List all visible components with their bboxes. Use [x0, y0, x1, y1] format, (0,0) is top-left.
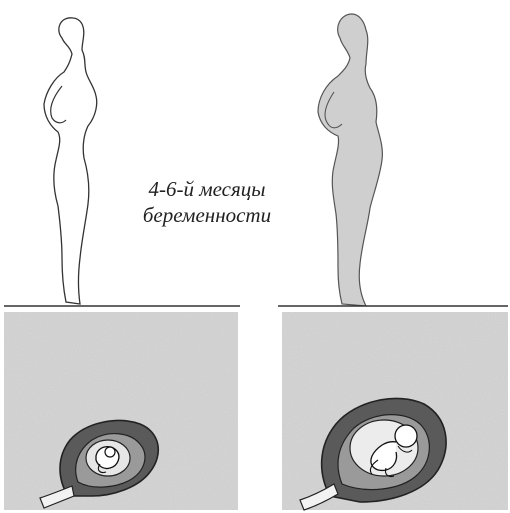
caption-line2: беременности: [112, 202, 302, 228]
woman-silhouette-left: [44, 18, 97, 304]
caption-line1: 4-6-й месяцы: [112, 176, 302, 202]
uterus-panel-left: [4, 312, 238, 510]
caption: 4-6-й месяцы беременности: [112, 176, 302, 228]
woman-silhouette-right: [318, 14, 382, 306]
uterus-panel-right: [282, 312, 508, 510]
